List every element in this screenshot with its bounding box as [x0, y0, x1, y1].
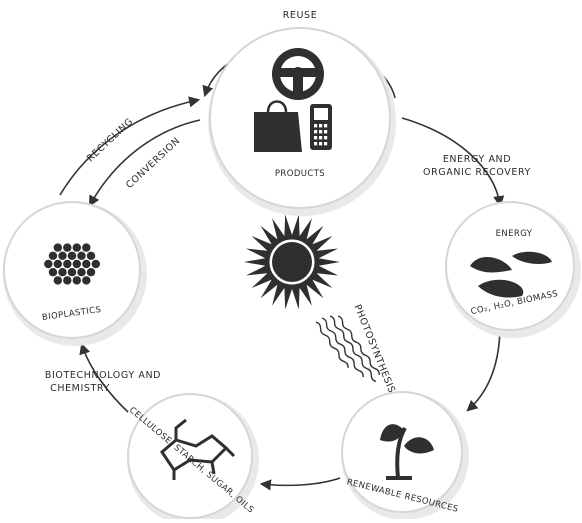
keypad-key [324, 124, 328, 128]
keypad-key [314, 136, 318, 140]
keypad-key [324, 142, 328, 146]
pellet-dot [48, 268, 58, 277]
pellet-dot [72, 243, 82, 252]
conversion-label: CONVERSION [124, 135, 183, 191]
pellet-dot [48, 251, 58, 260]
pellet-dot [58, 268, 67, 277]
reuse-label: REUSE [283, 10, 318, 21]
cellulose-node: CELLULOSE, STARCH, SUGAR, OILS [127, 393, 259, 523]
shopping-bag-icon [254, 100, 302, 152]
pellet-dot [67, 251, 77, 260]
pellet-dot [63, 276, 72, 285]
pellet-dot [82, 276, 91, 285]
keypad-key [314, 124, 318, 128]
conversion-arrow [88, 119, 201, 207]
energy-node: ENERGY CO₂, H₂O, BIOMASS [445, 201, 581, 338]
clouds-icon [470, 251, 552, 298]
pellet-dot [91, 259, 101, 269]
keypad-key [319, 142, 323, 146]
renewable-to-cellulose-arrow [259, 477, 341, 491]
pellet-dot [72, 276, 82, 285]
pellet-dot [63, 259, 72, 269]
renewable-resources-node: RENEWABLE RESOURCES [341, 391, 469, 520]
pellet-dot [86, 268, 96, 277]
sun-icon [244, 214, 340, 310]
pellet-dot [44, 259, 53, 269]
energy-to-renewable-arrow [466, 324, 501, 412]
pellet-dot [82, 243, 91, 252]
keypad-key [324, 136, 328, 140]
cellulose-to-bioplastics-arrow [79, 342, 129, 413]
pellet-dot [67, 268, 77, 277]
pellet-dot [63, 243, 72, 252]
keypad-key [324, 130, 328, 134]
molecule-structure-icon [160, 418, 236, 480]
biotech-label-1: BIOTECHNOLOGY AND [45, 370, 161, 381]
plant-sprout-icon [380, 424, 434, 480]
pellet-dot [53, 259, 62, 269]
pellet-dot [82, 259, 91, 269]
pellets-icon [44, 243, 101, 285]
products-label: PRODUCTS [275, 169, 325, 179]
energy-recovery-label-2: ORGANIC RECOVERY [423, 167, 531, 178]
keypad-key [314, 130, 318, 134]
energy-recovery-label-1: ENERGY AND [443, 154, 511, 165]
bioplastics-node: BIOPLASTICS [3, 201, 147, 346]
pellet-dot [77, 268, 86, 277]
keypad-key [319, 130, 323, 134]
keypad-key [314, 142, 318, 146]
pellet-dot [77, 251, 86, 260]
keypad-key [319, 124, 323, 128]
pellet-dot [53, 243, 62, 252]
pellet-dot [58, 251, 67, 260]
pellet-dot [72, 259, 82, 269]
pellet-dot [53, 276, 62, 285]
steering-wheel-icon [272, 48, 324, 100]
keypad-key [319, 136, 323, 140]
recycling-arrow [59, 96, 201, 196]
mobile-phone-icon [310, 104, 332, 150]
photosynthesis-waves-icon [315, 315, 380, 383]
pellet-dot [86, 251, 96, 260]
energy-recovery-arrow [401, 117, 505, 208]
products-node: PRODUCTS [208, 27, 396, 216]
biotech-label-2: CHEMISTRY [50, 383, 110, 394]
energy-label: ENERGY [496, 229, 533, 239]
